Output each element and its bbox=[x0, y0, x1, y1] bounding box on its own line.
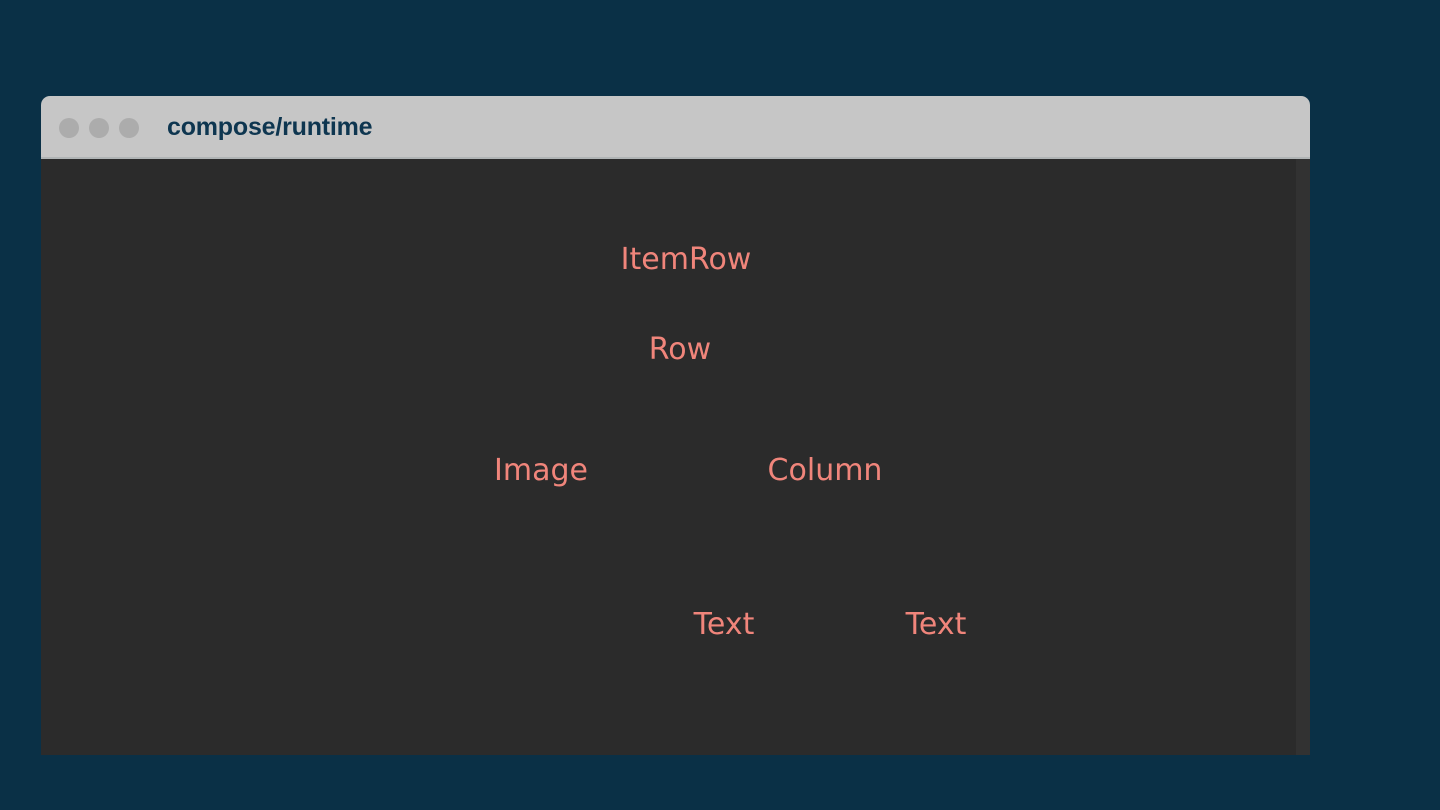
app-window: compose/runtime ItemRow Row Image Column… bbox=[41, 96, 1310, 755]
tree-node-column[interactable]: Column bbox=[767, 453, 883, 488]
tree-node-itemrow[interactable]: ItemRow bbox=[620, 242, 752, 277]
tree-node-text-2[interactable]: Text bbox=[905, 607, 967, 642]
window-titlebar[interactable]: compose/runtime bbox=[41, 96, 1310, 159]
vertical-scrollbar[interactable] bbox=[1296, 159, 1310, 755]
maximize-icon[interactable] bbox=[119, 117, 139, 138]
tree-node-image[interactable]: Image bbox=[494, 453, 588, 488]
minimize-icon[interactable] bbox=[89, 117, 109, 138]
close-icon[interactable] bbox=[59, 117, 79, 138]
window-controls bbox=[59, 117, 139, 138]
composition-tree-canvas[interactable]: ItemRow Row Image Column Text Text bbox=[41, 159, 1310, 755]
window-title: compose/runtime bbox=[167, 113, 373, 141]
tree-node-row[interactable]: Row bbox=[648, 332, 712, 367]
tree-node-text-1[interactable]: Text bbox=[693, 607, 755, 642]
